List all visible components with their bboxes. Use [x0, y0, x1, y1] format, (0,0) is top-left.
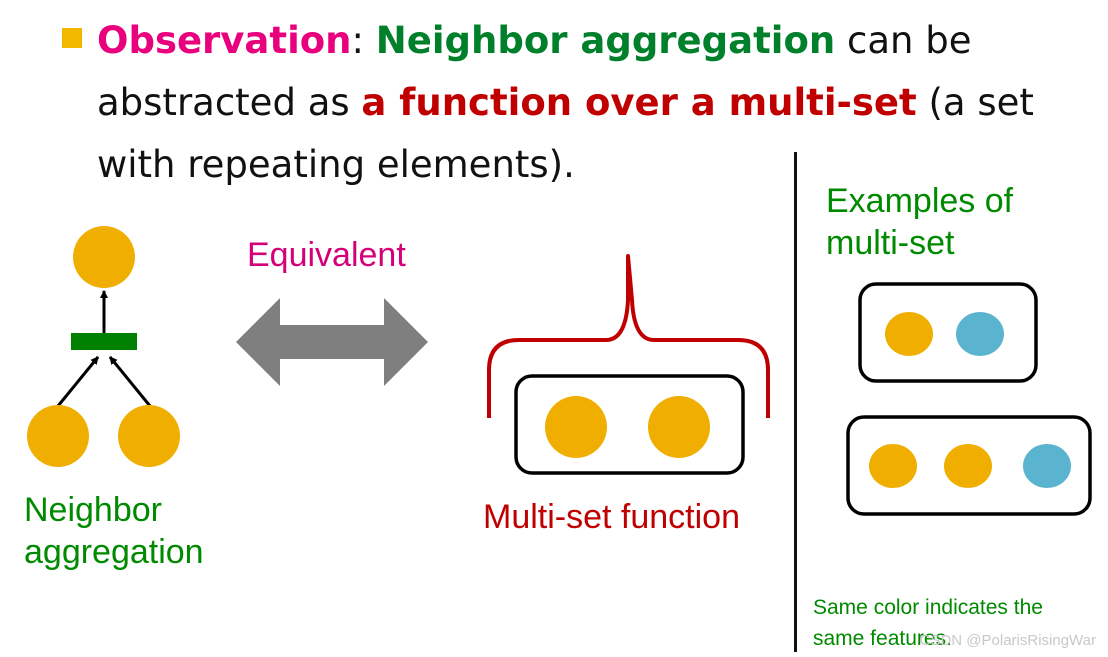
target-node: [73, 226, 135, 288]
neighbor-aggregation-term: Neighbor aggregation: [375, 19, 836, 62]
example1-orange-element: [885, 312, 933, 356]
equivalent-label: Equivalent: [247, 236, 406, 274]
curly-brace-icon: [487, 254, 770, 418]
example2-blue-element: [1023, 444, 1071, 488]
heading-text-1: can be abstracted as: [97, 19, 972, 124]
same-color-note: Same color indicates the same features.: [813, 596, 1043, 650]
observation-label: Observation: [97, 19, 352, 62]
examples-of-multiset-label: Examples of multi-set: [826, 182, 1014, 262]
bullet-square-icon: [62, 28, 82, 48]
watermark: CSDN @PolarisRisingWar: [919, 632, 1096, 649]
example1-blue-element: [956, 312, 1004, 356]
equivalence-double-arrow-icon: [236, 298, 428, 386]
heading-text-2: (a set with repeating elements).: [97, 81, 1034, 186]
multiset-element-1: [545, 396, 607, 458]
left-neighbor-arrow: [56, 356, 100, 407]
neighbor-node-left: [27, 405, 89, 467]
multiset-element-2: [648, 396, 710, 458]
multiset-function-term: a function over a multi-set: [361, 81, 917, 124]
aggregator-block: [71, 333, 137, 350]
neighbor-node-right: [118, 405, 180, 467]
multiset-function-label: Multi-set function: [483, 498, 740, 536]
colon-text: :: [351, 19, 376, 62]
example2-orange-element-1: [869, 444, 917, 488]
neighbor-aggregation-label: Neighbor aggregation: [24, 491, 204, 571]
example2-orange-element-2: [944, 444, 992, 488]
right-neighbor-arrow: [108, 356, 152, 407]
observation-heading: Observation: Neighbor aggregation can be…: [97, 10, 1057, 196]
vertical-divider: [794, 152, 797, 652]
example-multiset-1: [858, 282, 1038, 383]
